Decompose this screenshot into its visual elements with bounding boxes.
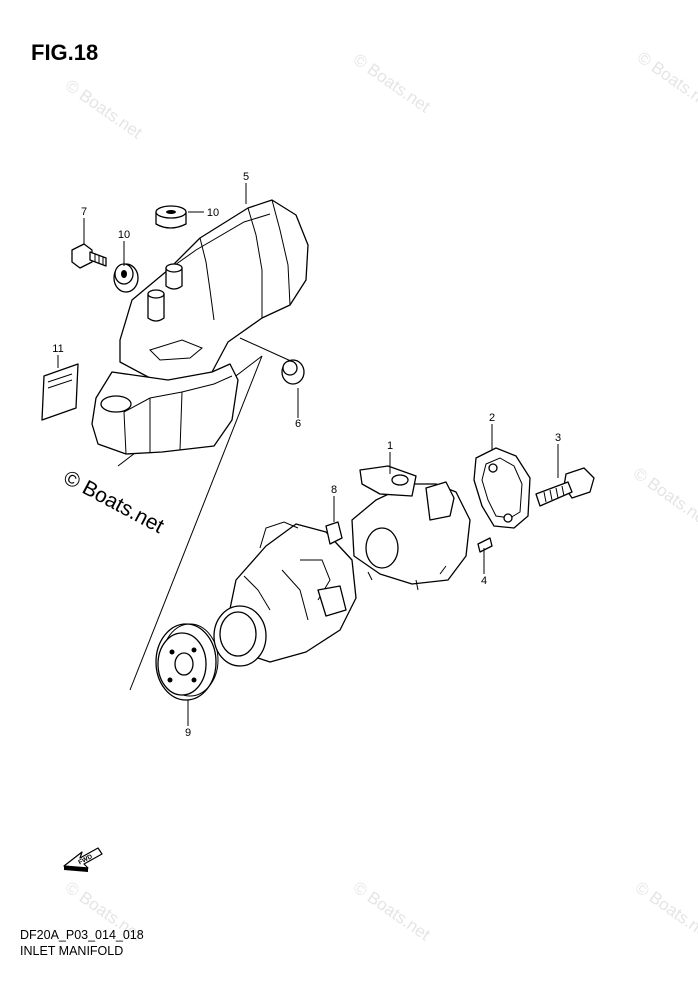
callout-5: 5	[243, 171, 249, 183]
part-8-cap	[325, 521, 343, 545]
callout-3: 3	[555, 432, 561, 444]
part-6-grommet	[281, 359, 305, 385]
watermark: © Boats.net	[62, 76, 146, 143]
watermark: © Boats.net	[350, 50, 434, 117]
watermark: © Boats.net	[632, 878, 698, 945]
callout-1: 1	[387, 440, 393, 452]
callout-7: 7	[81, 206, 87, 218]
assembly-line	[129, 355, 263, 691]
part-10-grommet-left	[113, 263, 139, 293]
part-9-pulley	[155, 623, 219, 701]
throttle-body	[213, 521, 357, 667]
callout-11: 11	[52, 343, 63, 355]
watermark-group: © Boats.net © Boats.net © Boats.net © Bo…	[62, 48, 698, 945]
watermark: © Boats.net	[350, 878, 434, 945]
watermark-main: © Boats.net	[60, 466, 168, 538]
callout-8: 8	[331, 484, 337, 496]
watermark: © Boats.net	[630, 464, 698, 531]
diagram-code: DF20A_P03_014_018	[20, 928, 144, 942]
fwd-arrow-icon: FWD	[63, 847, 103, 872]
callout-6: 6	[295, 418, 301, 430]
callout-4: 4	[481, 575, 487, 587]
part-7-bolt	[71, 243, 107, 269]
part-4-pin	[477, 537, 493, 553]
part-10-grommet-top	[155, 205, 187, 229]
callout-10-top: 10	[207, 207, 219, 219]
assembly-line	[239, 337, 294, 363]
diagram-name: INLET MANIFOLD	[20, 944, 124, 958]
part-2-gasket	[473, 447, 531, 529]
callout-2: 2	[489, 412, 495, 424]
callout-9: 9	[185, 727, 191, 739]
part-1-inlet-manifold	[351, 465, 471, 591]
leader-lines	[57, 183, 559, 726]
part-11-label	[41, 363, 79, 421]
part-3-bolt	[535, 467, 595, 507]
callouts: 1 2 3 4 5 6 7 8 9 10 10 11	[52, 171, 561, 739]
callout-10-left: 10	[118, 229, 130, 241]
watermark: © Boats.net	[634, 48, 698, 115]
figure-title: FIG.18	[31, 40, 99, 65]
part-5-silencer	[119, 199, 309, 383]
silencer-lower-housing	[91, 363, 239, 455]
